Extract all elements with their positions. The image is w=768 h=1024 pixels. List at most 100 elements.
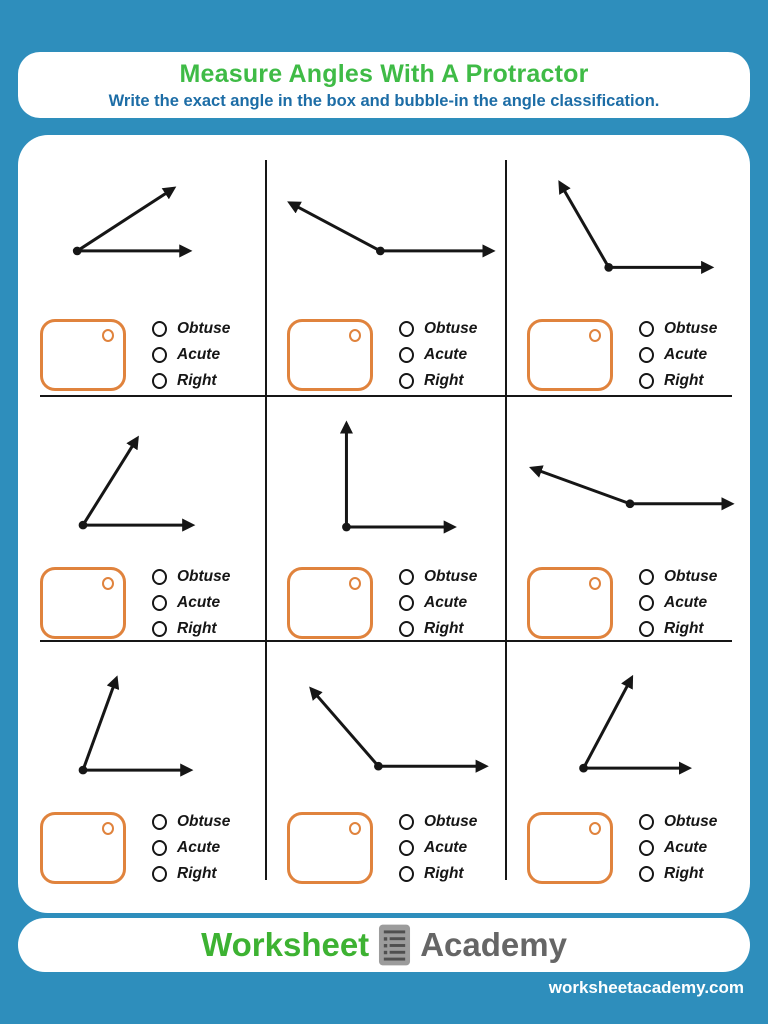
answer-box[interactable] [287, 319, 373, 391]
option-acute[interactable]: Acute [152, 594, 230, 612]
radio-circle[interactable] [399, 347, 414, 363]
radio-circle[interactable] [639, 866, 654, 882]
option-right[interactable]: Right [399, 865, 477, 883]
brand-worksheet: Worksheet [201, 926, 370, 963]
box-corner-circle [349, 822, 361, 835]
option-label: Right [177, 620, 217, 637]
problems-grid: Obtuse Acute Right Obtus [18, 135, 750, 913]
answer-box[interactable] [527, 567, 613, 639]
option-label: Right [424, 372, 464, 389]
radio-circle[interactable] [152, 595, 167, 611]
option-right[interactable]: Right [639, 620, 717, 638]
radio-circle[interactable] [152, 814, 167, 830]
option-label: Right [424, 620, 464, 637]
answer-box[interactable] [40, 812, 126, 884]
angle-figure [287, 201, 496, 258]
option-obtuse[interactable]: Obtuse [152, 813, 230, 831]
option-label: Obtuse [664, 813, 718, 830]
option-right[interactable]: Right [399, 372, 477, 390]
option-obtuse[interactable]: Obtuse [639, 813, 717, 831]
worksheet-card: Obtuse Acute Right Obtus [18, 135, 750, 913]
problem-cell-r1c1: Obtuse Acute Right [18, 135, 265, 395]
radio-circle[interactable] [399, 814, 414, 830]
option-obtuse[interactable]: Obtuse [399, 568, 477, 586]
answer-box[interactable] [40, 319, 126, 391]
radio-circle[interactable] [399, 866, 414, 882]
answer-box[interactable] [287, 812, 373, 884]
option-acute[interactable]: Acute [152, 346, 230, 364]
radio-circle[interactable] [639, 347, 654, 363]
radio-circle[interactable] [639, 840, 654, 856]
radio-circle[interactable] [399, 840, 414, 856]
radio-circle[interactable] [152, 569, 167, 585]
option-obtuse[interactable]: Obtuse [399, 813, 477, 831]
radio-circle[interactable] [639, 814, 654, 830]
option-right[interactable]: Right [639, 865, 717, 883]
angle-figure [78, 435, 196, 532]
classification-options: Obtuse Acute Right [152, 568, 230, 638]
radio-circle[interactable] [639, 595, 654, 611]
radio-circle[interactable] [152, 321, 167, 337]
option-acute[interactable]: Acute [399, 839, 477, 857]
radio-circle[interactable] [399, 595, 414, 611]
angle-figure [558, 180, 715, 274]
option-right[interactable]: Right [399, 620, 477, 638]
problem-cell-r1c2: Obtuse Acute Right [265, 135, 505, 395]
answer-box[interactable] [527, 812, 613, 884]
option-acute[interactable]: Acute [152, 839, 230, 857]
option-obtuse[interactable]: Obtuse [152, 320, 230, 338]
option-label: Obtuse [177, 568, 231, 585]
option-label: Right [664, 372, 704, 389]
option-right[interactable]: Right [152, 865, 230, 883]
angle-figure [529, 465, 735, 511]
problem-cell-r1c3: Obtuse Acute Right [505, 135, 750, 395]
box-corner-circle [102, 822, 114, 835]
option-acute[interactable]: Acute [639, 346, 717, 364]
option-obtuse[interactable]: Obtuse [639, 568, 717, 586]
radio-circle[interactable] [639, 569, 654, 585]
option-right[interactable]: Right [152, 620, 230, 638]
radio-circle[interactable] [399, 373, 414, 389]
radio-circle[interactable] [639, 321, 654, 337]
classification-options: Obtuse Acute Right [639, 813, 717, 883]
answer-row: Obtuse Acute Right [519, 812, 746, 884]
answer-box[interactable] [40, 567, 126, 639]
radio-circle[interactable] [152, 840, 167, 856]
option-acute[interactable]: Acute [399, 594, 477, 612]
box-corner-circle [589, 577, 601, 590]
grid-divider-horizontal-2 [40, 640, 732, 642]
option-obtuse[interactable]: Obtuse [639, 320, 717, 338]
option-acute[interactable]: Acute [399, 346, 477, 364]
answer-box[interactable] [527, 319, 613, 391]
radio-circle[interactable] [639, 373, 654, 389]
problem-cell-r3c2: Obtuse Acute Right [265, 640, 505, 913]
option-label: Acute [424, 594, 468, 611]
option-right[interactable]: Right [639, 372, 717, 390]
problem-cell-r3c3: Obtuse Acute Right [505, 640, 750, 913]
page-title: Measure Angles With A Protractor [179, 59, 589, 88]
answer-row: Obtuse Acute Right [32, 319, 261, 391]
radio-circle[interactable] [399, 621, 414, 637]
angle-figure [72, 186, 193, 258]
answer-box[interactable] [287, 567, 373, 639]
radio-circle[interactable] [152, 373, 167, 389]
radio-circle[interactable] [399, 569, 414, 585]
radio-circle[interactable] [639, 621, 654, 637]
radio-circle[interactable] [399, 321, 414, 337]
box-corner-circle [349, 329, 361, 342]
answer-row: Obtuse Acute Right [279, 319, 501, 391]
option-label: Obtuse [424, 320, 478, 337]
option-acute[interactable]: Acute [639, 594, 717, 612]
radio-circle[interactable] [152, 347, 167, 363]
answer-row: Obtuse Acute Right [32, 812, 261, 884]
answer-row: Obtuse Acute Right [519, 567, 746, 639]
option-acute[interactable]: Acute [639, 839, 717, 857]
radio-circle[interactable] [152, 621, 167, 637]
option-obtuse[interactable]: Obtuse [152, 568, 230, 586]
notepad-icon [379, 924, 411, 966]
problem-cell-r3c1: Obtuse Acute Right [18, 640, 265, 913]
option-label: Obtuse [664, 568, 718, 585]
radio-circle[interactable] [152, 866, 167, 882]
option-obtuse[interactable]: Obtuse [399, 320, 477, 338]
option-right[interactable]: Right [152, 372, 230, 390]
